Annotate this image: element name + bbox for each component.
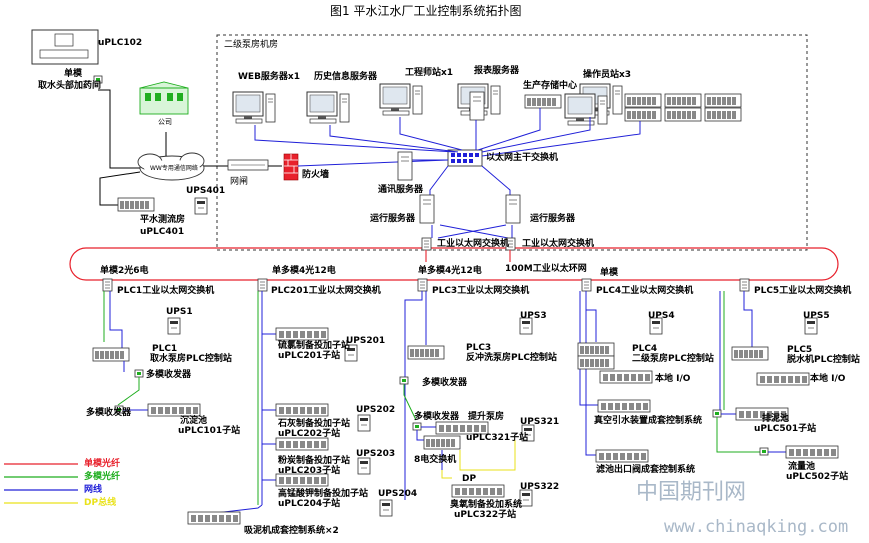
dp-label: DP: [462, 474, 477, 484]
ups204-label: UPS204: [378, 489, 418, 499]
company-building: [139, 81, 189, 115]
plc5-label: PLC5: [787, 345, 813, 355]
s202a-label: 石灰制备投加子站: [278, 419, 351, 429]
ups322-label: UPS322: [520, 482, 560, 492]
watermark-cn: 中国期刊网: [636, 480, 747, 505]
io4-label: 本地 I/O: [655, 374, 691, 384]
company-label: 公司: [158, 118, 172, 126]
comm-server-label: 通讯服务器: [378, 185, 424, 195]
intake-label: 取水头部加药间: [38, 81, 102, 91]
plc5-desc-label: 脱水机PLC控制站: [787, 355, 860, 365]
s201a-label: 硫氯制备投加子站: [278, 341, 351, 351]
gatekeeper-label: 网闸: [230, 177, 249, 187]
region-label: 二级泵房机房: [224, 40, 279, 50]
plc201-switch-label: PLC201工业以太网交换机: [271, 286, 381, 296]
legend-net-label: 网线: [84, 485, 103, 495]
lift-b-label: uPLC321子站: [466, 433, 529, 443]
lift-a-label: 提升泵房: [468, 412, 505, 422]
flow-a-label: 流量池: [788, 462, 816, 472]
plc3-label: PLC3: [466, 343, 492, 353]
ind-switch-left-label: 工业以太网交换机: [437, 239, 510, 249]
firewall-label: 防火墙: [302, 170, 330, 180]
ups1-label: UPS1: [166, 307, 193, 317]
main-switch-device: [447, 149, 483, 167]
ring-label: 100M工业以太环网: [505, 264, 587, 274]
vacuum-label: 真空引水装置成套控制系统: [594, 416, 703, 426]
ups401-label: UPS401: [186, 186, 226, 196]
sw8-label: 8电交换机: [414, 455, 457, 465]
ups3-label: UPS3: [520, 311, 547, 321]
flow-b-label: uPLC502子站: [786, 472, 849, 482]
s202b-label: uPLC202子站: [278, 429, 341, 439]
page-title: 图1 平水江水厂工业控制系统拓扑图: [330, 4, 522, 18]
ring3-label: 单多模4光12电: [418, 266, 482, 276]
history-server-label: 历史信息服务器: [314, 72, 378, 82]
legend-dp-label: DP总线: [84, 498, 117, 508]
s203b-label: uPLC203子站: [278, 466, 341, 476]
ozone-b-label: uPLC322子站: [454, 510, 517, 520]
storage-label: 生产存储中心: [523, 81, 578, 91]
plc4-label: PLC4: [632, 344, 658, 354]
uplc102-label: uPLC102: [98, 38, 143, 48]
ring1-label: 单模2光6电: [100, 266, 149, 276]
firewall-device: [283, 153, 299, 181]
io5-label: 本地 I/O: [810, 374, 846, 384]
multi-tr1-label: 多模收发器: [146, 370, 192, 380]
multi-tr4-label: 多模收发器: [414, 412, 460, 422]
plc3-switch-label: PLC3工业以太网交换机: [432, 286, 530, 296]
ring2-label: 单多模4光12电: [272, 266, 336, 276]
uplc401-label: uPLC401: [140, 227, 185, 237]
wan-label: WW专用通信网络: [150, 165, 198, 172]
ring4-label: 单模: [600, 268, 619, 278]
ups203-label: UPS203: [356, 449, 396, 459]
ups4-label: UPS4: [648, 311, 675, 321]
s201b-label: uPLC201子站: [278, 351, 341, 361]
pingshui-label: 平水测流房: [140, 215, 186, 225]
sedi-label: 沉淀池: [180, 416, 208, 426]
s204b-label: uPLC204子站: [278, 499, 341, 509]
operator-label: 操作员站x3: [583, 70, 632, 80]
plc1-label: PLC1: [152, 344, 178, 354]
s204a-label: 高锰酸钾制备投加子站: [278, 489, 369, 499]
plc4-desc-label: 二级泵房PLC控制站: [632, 354, 714, 364]
ring-network: [69, 247, 839, 281]
plc3-desc-label: 反冲洗泵房PLC控制站: [466, 353, 557, 363]
ups202-label: UPS202: [356, 405, 396, 415]
report-server-label: 报表服务器: [474, 66, 520, 76]
ups5-label: UPS5: [803, 311, 830, 321]
main-switch-label: 以太网主干交换机: [486, 153, 559, 163]
uplc101-label: uPLC101子站: [178, 426, 241, 436]
ozone-a-label: 臭氧制备投加系统: [450, 500, 523, 510]
ups201-label: UPS201: [346, 336, 386, 346]
thick-a-label: 排泥池: [762, 414, 790, 424]
ups321-label: UPS321: [520, 417, 560, 427]
plc1-switch-label: PLC1工业以太网交换机: [117, 286, 215, 296]
watermark-url: www.chinaqking.com: [664, 517, 849, 537]
multi-tr3-label: 多模收发器: [422, 378, 468, 388]
filter-label: 滤池出口阀成套控制系统: [596, 465, 696, 475]
run-server-left-label: 运行服务器: [370, 214, 416, 224]
engineer-label: 工程师站x1: [405, 68, 454, 78]
thick-b-label: uPLC501子站: [754, 424, 817, 434]
danmo-top-label: 单模: [64, 69, 83, 79]
legend-single-label: 单模光纤: [84, 459, 121, 469]
plc4-switch-label: PLC4工业以太网交换机: [596, 286, 694, 296]
legend-multi-label: 多模光纤: [84, 472, 121, 482]
plc5-switch-label: PLC5工业以太网交换机: [754, 286, 852, 296]
plc1-desc-label: 取水泵房PLC控制站: [150, 354, 232, 364]
web-server-label: WEB服务器x1: [238, 72, 301, 82]
run-server-right-label: 运行服务器: [530, 214, 576, 224]
ind-switch-right-label: 工业以太网交换机: [522, 239, 595, 249]
s203a-label: 粉炭制备投加子站: [278, 456, 351, 466]
multi-tr2-label: 多模收发器: [86, 408, 132, 418]
sludge-label: 吸泥机成套控制系统×2: [244, 526, 339, 536]
